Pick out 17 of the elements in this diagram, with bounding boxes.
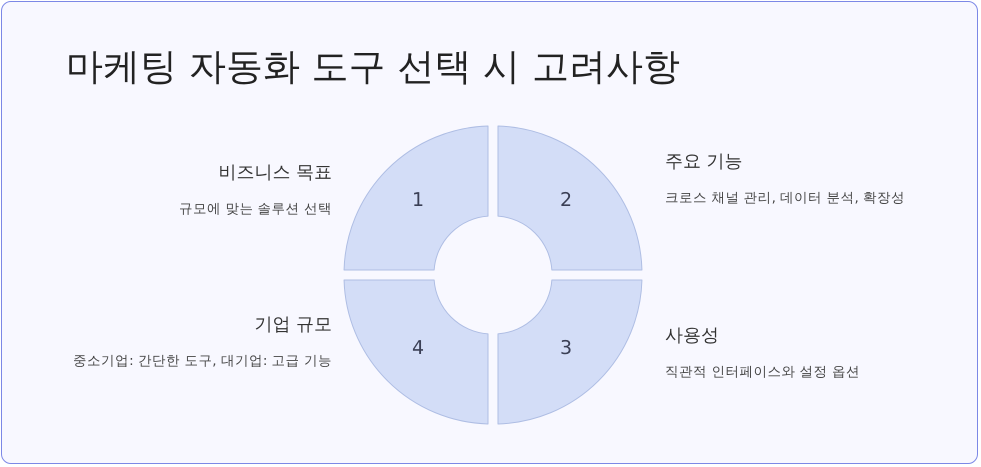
segment-heading: 사용성 [665,324,719,347]
segment-number: 1 [412,189,424,211]
segment-heading: 주요 기능 [665,150,743,173]
segment-heading: 기업 규모 [254,313,332,336]
title: 마케팅 자동화 도구 선택 시 고려사항 [66,44,680,90]
ring-segment [344,278,490,424]
segment-description: 직관적 인터페이스와 설정 옵션 [665,363,861,382]
segment-heading: 비즈니스 목표 [218,161,332,184]
ring-segment [496,126,642,272]
segment-number: 4 [412,337,424,359]
segment-description: 규모에 맞는 솔루션 선택 [178,200,332,219]
segment-description: 중소기업: 간단한 도구, 대기업: 고급 기능 [72,352,332,371]
ring-segment [496,278,642,424]
ring-segment [344,126,490,272]
segment-number: 3 [560,337,572,359]
segment-description: 크로스 채널 관리, 데이터 분석, 확장성 [665,189,906,208]
segment-number: 2 [560,189,572,211]
